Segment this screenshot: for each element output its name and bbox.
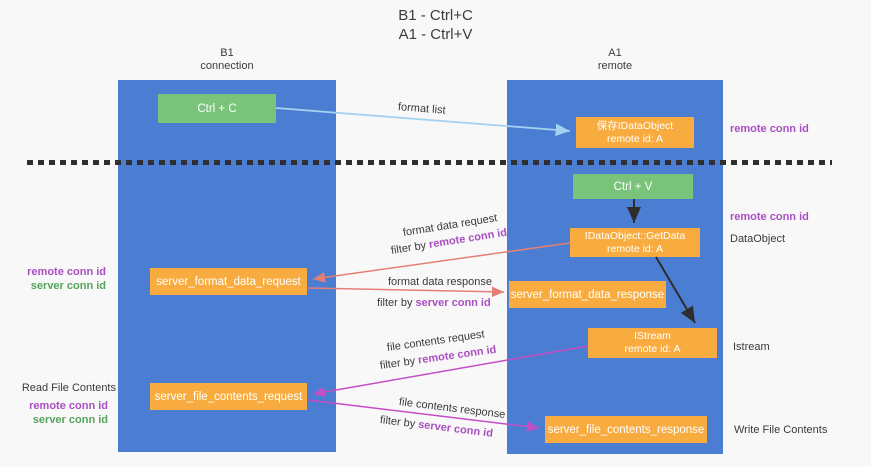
filter-by-text: filter by: [379, 354, 419, 372]
side-dataobject: DataObject: [730, 233, 786, 245]
node-server-format-data-request: server_format_data_request: [150, 268, 307, 295]
node-ctrl-c: Ctrl + C: [158, 94, 276, 123]
node-idataobject-getdata: IDataObject::GetData remote id: A: [570, 228, 700, 257]
left-server-conn-id: server conn id: [30, 280, 106, 292]
label-format-data-response: format data response: [388, 276, 492, 288]
node-ctrl-v-label: Ctrl + V: [613, 180, 653, 193]
label-format-list: format list: [397, 101, 447, 117]
node-format-request-label: server_format_data_request: [156, 275, 301, 288]
label-filter-by-server-1: filter by server conn id: [377, 297, 491, 309]
node-istream: IStream remote id: A: [588, 328, 717, 358]
left-remote-conn-id-2: remote conn id: [29, 400, 108, 412]
filter-by-text: filter by: [390, 239, 430, 257]
side-remote-conn-id-top: remote conn id: [730, 123, 809, 135]
side-read-file-contents: Read File Contents: [21, 382, 116, 394]
filter-by-text: filter by: [377, 297, 416, 309]
diagram-title: B1 - Ctrl+C A1 - Ctrl+V: [0, 6, 871, 44]
node-save-idataobject: 保存IDataObject remote id: A: [576, 117, 694, 148]
server-conn-id-text: server conn id: [415, 297, 491, 309]
node-ctrl-v: Ctrl + V: [573, 174, 693, 199]
lane-a1-subtitle: remote: [597, 60, 633, 72]
lane-b1-name: B1: [220, 47, 234, 59]
node-istream-line2: remote id: A: [624, 343, 681, 355]
filter-by-text: filter by: [379, 414, 419, 431]
label-filter-by-server-2: filter by server conn id: [379, 414, 493, 440]
left-remote-conn-id: remote conn id: [27, 266, 106, 278]
lane-header-b1: B1 connection: [118, 47, 336, 73]
title-line-2: A1 - Ctrl+V: [398, 26, 473, 43]
side-istream: Istream: [733, 341, 770, 353]
side-left-conn-ids-top: remote conn id server conn id: [0, 265, 106, 293]
node-file-request-label: server_file_contents_request: [154, 390, 303, 403]
title-line-1: B1 - Ctrl+C: [398, 7, 473, 24]
node-save-idataobject-line1: 保存IDataObject: [596, 119, 674, 132]
side-write-file-contents: Write File Contents: [734, 424, 828, 436]
node-file-response-label: server_file_contents_response: [547, 423, 705, 436]
node-getdata-line1: IDataObject::GetData: [584, 229, 686, 242]
lane-header-a1: A1 remote: [507, 47, 723, 73]
left-server-conn-id-2: server conn id: [32, 414, 108, 426]
server-conn-id-text: server conn id: [417, 418, 494, 440]
lane-b1-subtitle: connection: [200, 60, 254, 72]
node-save-idataobject-line2: remote id: A: [606, 132, 664, 145]
arrow-format-data-response: [307, 286, 505, 298]
node-format-response-label: server_format_data_response: [510, 288, 665, 301]
node-istream-line1: IStream: [634, 330, 671, 342]
node-server-file-contents-response: server_file_contents_response: [545, 416, 707, 443]
side-remote-conn-id-mid: remote conn id: [730, 211, 809, 223]
node-ctrl-c-label: Ctrl + C: [197, 102, 237, 115]
separator-dashed-line: [27, 160, 832, 165]
node-server-format-data-response: server_format_data_response: [509, 281, 666, 308]
node-server-file-contents-request: server_file_contents_request: [150, 383, 307, 410]
lane-a1-name: A1: [608, 47, 622, 59]
side-left-conn-ids-bottom: remote conn id server conn id: [0, 399, 108, 427]
node-getdata-line2: remote id: A: [606, 242, 664, 255]
